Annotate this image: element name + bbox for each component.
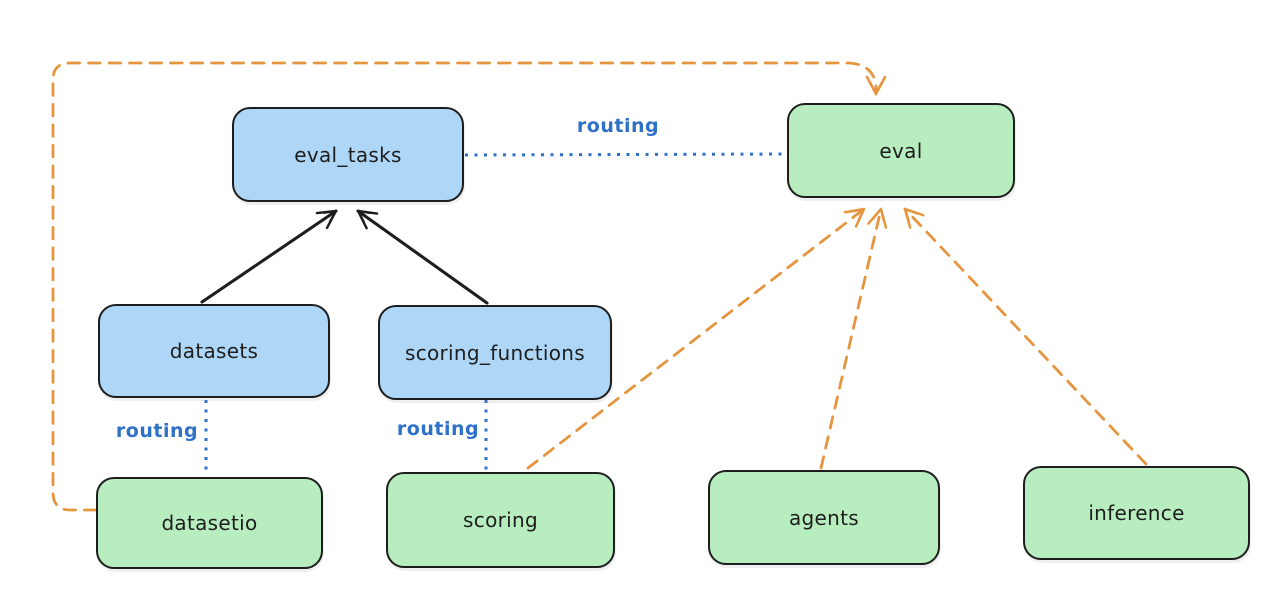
node-eval-tasks: eval_tasks [232, 107, 464, 202]
edge-datasets-to-eval-tasks [200, 209, 338, 304]
node-scoring-label: scoring [463, 508, 538, 532]
node-agents: agents [708, 470, 940, 565]
edge-inference-to-eval [903, 207, 1148, 466]
routing-label-datasets-datasetio: routing [115, 420, 199, 442]
node-inference: inference [1023, 466, 1250, 560]
edge-routing-eval-tasks-to-eval [464, 152, 787, 157]
node-datasetio: datasetio [96, 477, 323, 569]
node-inference-label: inference [1088, 501, 1185, 525]
routing-label-eval-tasks-eval: routing [576, 115, 660, 137]
edge-scoring-to-eval [526, 207, 866, 470]
node-datasets: datasets [98, 304, 330, 398]
edge-datasetio-to-eval [51, 61, 887, 512]
node-agents-label: agents [789, 505, 859, 530]
node-scoring-functions-label: scoring_functions [404, 340, 586, 365]
edge-scoring-functions-to-eval-tasks [356, 209, 489, 305]
node-eval: eval [787, 103, 1015, 198]
routing-label-scoring-functions-scoring: routing [396, 418, 480, 440]
node-datasetio-label: datasetio [161, 511, 258, 535]
node-scoring-functions: scoring_functions [378, 305, 612, 400]
node-eval-tasks-label: eval_tasks [294, 142, 402, 167]
node-eval-label: eval [879, 138, 923, 163]
node-datasets-label: datasets [169, 339, 259, 363]
node-scoring: scoring [386, 472, 615, 568]
edge-agents-to-eval [819, 207, 888, 470]
